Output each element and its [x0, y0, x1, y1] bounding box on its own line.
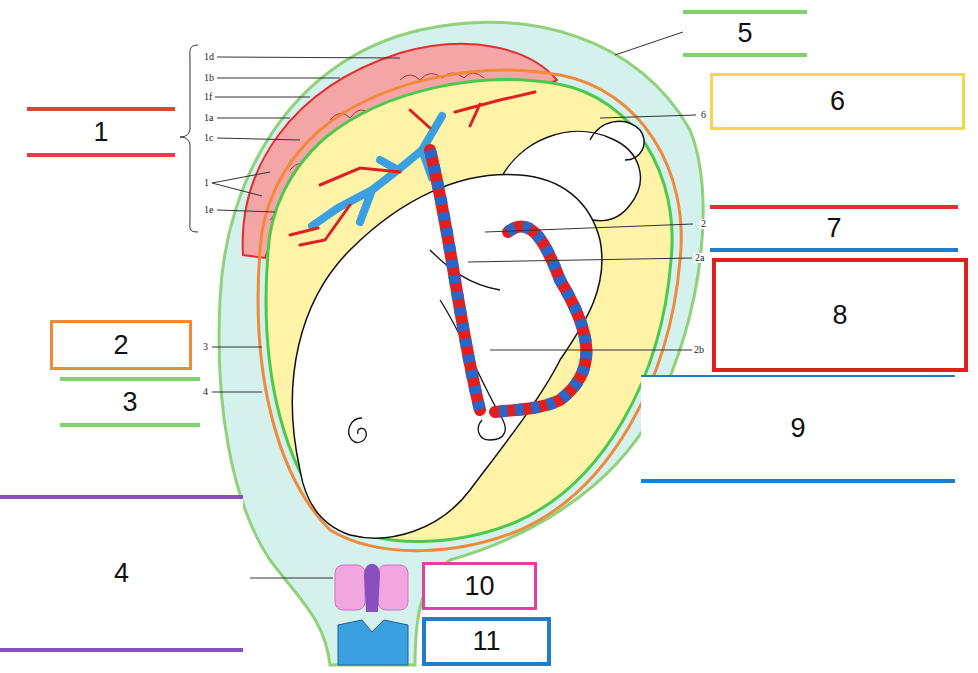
- callout-box: 2: [50, 320, 192, 370]
- part-label: 3: [202, 342, 209, 352]
- cervix-left: [335, 565, 365, 610]
- callout-number: 2: [113, 332, 128, 359]
- callout-number: 4: [114, 560, 129, 587]
- fetus-ear: [349, 418, 366, 442]
- uterus-wall: [219, 22, 703, 665]
- part-label: 2: [700, 219, 707, 229]
- bracket: [180, 45, 198, 232]
- callout-number: 8: [832, 302, 847, 329]
- callout-number: 3: [122, 389, 137, 416]
- callout-number: 1: [93, 119, 108, 146]
- callout-number: 10: [464, 573, 494, 600]
- part-label: 2a: [694, 253, 705, 263]
- cervix-right: [378, 565, 408, 610]
- part-label: 1b: [203, 73, 215, 83]
- callout-number: 7: [826, 215, 841, 242]
- callout-box: 6: [710, 73, 965, 130]
- callout-number: 6: [830, 88, 845, 115]
- part-label: 6: [700, 110, 707, 120]
- part-label: 1c: [203, 133, 214, 143]
- callout-box: 5: [683, 10, 807, 57]
- callout-box: 8: [712, 258, 968, 372]
- umbilical-cord-red: [430, 150, 586, 412]
- callout-box: 1: [27, 107, 175, 157]
- callout-box: 4: [0, 495, 243, 652]
- part-label: 4: [202, 387, 209, 397]
- umbilical-cord-blue: [430, 150, 586, 412]
- amniotic-fluid: [266, 80, 672, 542]
- callout-box: 9: [641, 375, 955, 483]
- part-label: 1a: [203, 113, 214, 123]
- part-label: 1e: [203, 205, 214, 215]
- part-label: 1: [203, 178, 210, 188]
- chorion: [258, 70, 681, 551]
- callout-number: 11: [472, 628, 500, 655]
- part-label: 1f: [203, 92, 213, 102]
- callout-number: 5: [737, 20, 752, 47]
- leader-lines: [212, 32, 696, 578]
- callout-box: 10: [422, 562, 537, 610]
- callout-box: 7: [710, 205, 958, 252]
- part-label: 1d: [203, 52, 215, 62]
- vagina: [338, 620, 408, 665]
- part-label: 2b: [693, 345, 705, 355]
- callout-box: 11: [422, 617, 551, 666]
- callout-number: 9: [790, 415, 805, 442]
- callout-box: 3: [60, 377, 200, 427]
- mucus-plug: [364, 564, 380, 612]
